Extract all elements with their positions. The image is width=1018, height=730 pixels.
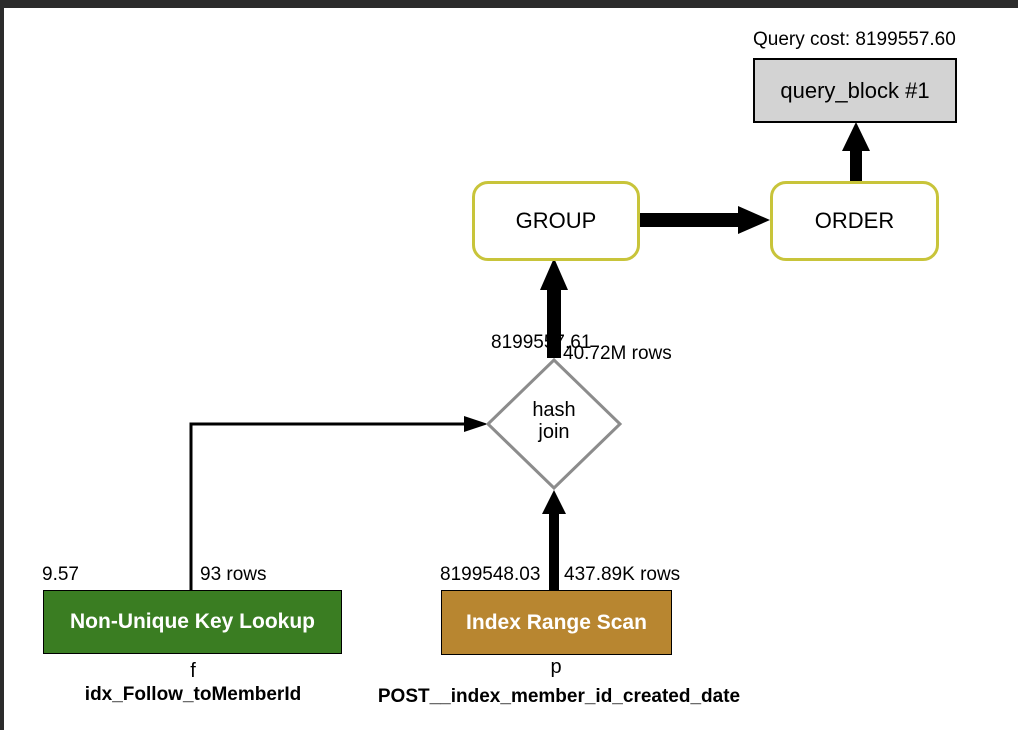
group-arrowhead — [540, 258, 568, 290]
scan-to-join-edge — [549, 513, 559, 590]
join-left-arrowhead — [464, 416, 488, 432]
order-label: ORDER — [814, 208, 895, 233]
order-node[interactable]: ORDER — [770, 181, 939, 261]
hash-join-label-line1: hash — [532, 399, 576, 421]
visual-explain-canvas: Query cost: 8199557.60 query_block #1 GR… — [4, 8, 1018, 730]
non-unique-key-lookup-node[interactable]: Non-Unique Key Lookup — [43, 590, 342, 654]
join-to-group-edge — [547, 288, 561, 358]
hash-join-diamond — [485, 357, 623, 491]
join-bottom-arrowhead — [542, 490, 566, 514]
query-block-label: query_block #1 — [780, 77, 930, 103]
connector-lines — [189, 122, 870, 590]
join-rows-label: 40.72M rows — [563, 343, 672, 364]
query-cost-label: Query cost: 8199557.60 — [753, 29, 956, 50]
order-to-query-block-edge — [850, 150, 862, 182]
lookup-rows-label: 93 rows — [200, 564, 267, 585]
join-cost-label: 8199557.61 — [491, 332, 592, 353]
lookup-table-alias: f — [190, 660, 196, 682]
query-block-node[interactable]: query_block #1 — [753, 58, 957, 123]
hash-join-label-line2: join — [538, 421, 570, 443]
scan-cost-label: 8199548.03 — [440, 564, 541, 585]
group-label: GROUP — [515, 208, 597, 233]
query-block-arrowhead — [842, 122, 870, 151]
order-arrowhead — [738, 206, 770, 234]
lookup-to-join-edge — [189, 422, 466, 590]
lookup-index-name: idx_Follow_toMemberId — [84, 684, 302, 705]
range-scan-label: Index Range Scan — [466, 610, 647, 634]
index-range-scan-node[interactable]: Index Range Scan — [441, 590, 672, 655]
scan-table-alias: p — [550, 656, 562, 678]
group-to-order-edge — [640, 213, 740, 227]
scan-index-name: POST__index_member_id_created_date — [377, 686, 741, 707]
lookup-cost-label: 9.57 — [42, 564, 79, 585]
group-node[interactable]: GROUP — [472, 181, 640, 261]
scan-rows-label: 437.89K rows — [564, 564, 681, 585]
lookup-label: Non-Unique Key Lookup — [70, 610, 315, 633]
hash-join-node[interactable]: hash join — [514, 399, 594, 443]
